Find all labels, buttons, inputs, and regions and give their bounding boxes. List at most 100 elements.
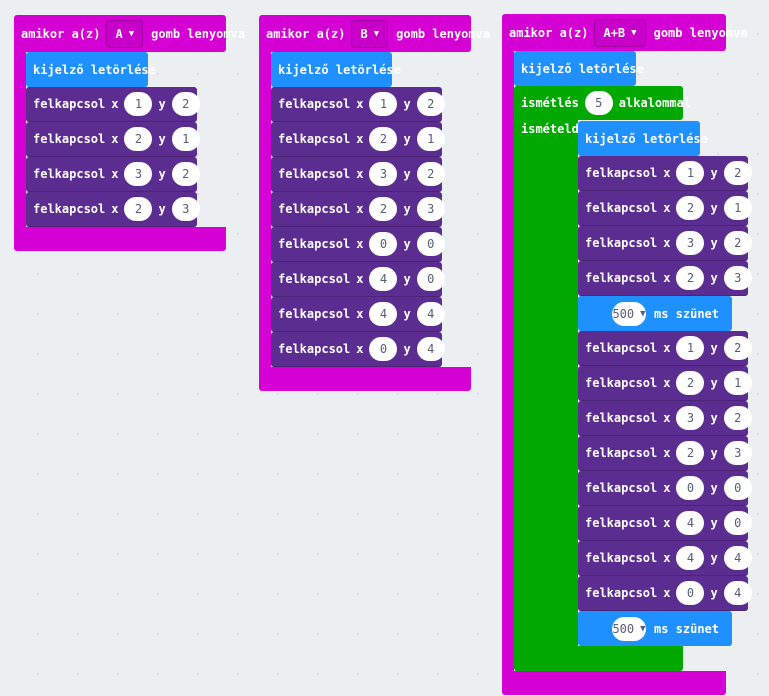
y-input[interactable]: 3 [723, 441, 752, 465]
button-dropdown[interactable]: A+B▼ [594, 18, 646, 47]
x-input[interactable]: 2 [369, 127, 398, 151]
y-input[interactable]: 2 [723, 406, 752, 430]
x-input[interactable]: 1 [124, 92, 153, 116]
x-input[interactable]: 2 [124, 127, 153, 151]
y-input[interactable]: 2 [416, 92, 445, 116]
x-input[interactable]: 0 [676, 476, 705, 500]
y-input[interactable]: 3 [171, 197, 200, 221]
clear-screen-block[interactable]: kijelző letörlése [514, 51, 644, 86]
event-header[interactable]: amikor a(z)B▼gomb lenyomva [259, 15, 490, 52]
pause-block[interactable]: 500▼ ms szünet [578, 611, 732, 646]
x-input[interactable]: 2 [124, 197, 153, 221]
x-input[interactable]: 0 [676, 581, 705, 605]
button-dropdown[interactable]: B▼ [351, 19, 389, 48]
event-header[interactable]: amikor a(z)A+B▼gomb lenyomva [502, 14, 748, 51]
x-input[interactable]: 4 [676, 511, 705, 535]
event-prefix: amikor a(z) [21, 26, 101, 41]
x-input[interactable]: 2 [369, 197, 398, 221]
x-input[interactable]: 3 [676, 231, 705, 255]
y-input[interactable]: 2 [723, 336, 752, 360]
repeat-times-input[interactable]: 5 [584, 91, 613, 115]
button-dropdown[interactable]: A▼ [106, 19, 144, 48]
clear-screen-block[interactable]: kijelző letörlése [26, 52, 156, 87]
x-input[interactable]: 0 [369, 337, 398, 361]
button-value: A+B [603, 25, 626, 40]
pause-duration-dropdown[interactable]: 500▼ [612, 301, 646, 326]
x-input[interactable]: 2 [676, 441, 705, 465]
y-label: y [710, 166, 718, 180]
event-header[interactable]: amikor a(z)A▼gomb lenyomva [14, 15, 245, 52]
y-input[interactable]: 0 [723, 476, 752, 500]
x-input[interactable]: 4 [676, 546, 705, 570]
y-input[interactable]: 2 [723, 231, 752, 255]
x-input[interactable]: 3 [124, 162, 153, 186]
y-input[interactable]: 4 [416, 337, 445, 361]
clear-screen-block[interactable]: kijelző letörlése [271, 52, 401, 87]
x-input[interactable]: 2 [676, 266, 705, 290]
y-input[interactable]: 3 [416, 197, 445, 221]
event-body [259, 50, 271, 369]
y-input[interactable]: 1 [723, 196, 752, 220]
y-input[interactable]: 1 [171, 127, 200, 151]
y-input[interactable]: 0 [416, 232, 445, 256]
x-input[interactable]: 4 [369, 302, 398, 326]
y-input[interactable]: 4 [723, 546, 752, 570]
x-input[interactable]: 2 [676, 371, 705, 395]
pause-duration-dropdown[interactable]: 500▼ [612, 616, 646, 641]
y-label: y [710, 481, 718, 495]
block-label: kijelző letörlése [585, 131, 708, 146]
x-input[interactable]: 1 [369, 92, 398, 116]
x-input[interactable]: 3 [369, 162, 398, 186]
x-input[interactable]: 2 [676, 196, 705, 220]
y-input[interactable]: 0 [723, 511, 752, 535]
x-input[interactable]: 3 [676, 406, 705, 430]
x-input[interactable]: 0 [369, 232, 398, 256]
y-input[interactable]: 3 [723, 266, 752, 290]
x-label: x [663, 341, 671, 355]
y-label: y [710, 376, 718, 390]
y-input[interactable]: 1 [723, 371, 752, 395]
y-input[interactable]: 2 [171, 92, 200, 116]
block-label: felkapcsol [278, 167, 351, 181]
x-input[interactable]: 1 [676, 161, 705, 185]
y-input[interactable]: 4 [723, 581, 752, 605]
y-input[interactable]: 1 [416, 127, 445, 151]
y-input[interactable]: 2 [171, 162, 200, 186]
clear-screen-block[interactable]: kijelző letörlése [578, 121, 708, 156]
y-input[interactable]: 2 [723, 161, 752, 185]
x-input[interactable]: 4 [369, 267, 398, 291]
y-input[interactable]: 2 [416, 162, 445, 186]
x-input[interactable]: 1 [676, 336, 705, 360]
y-input[interactable]: 0 [416, 267, 445, 291]
y-input[interactable]: 4 [416, 302, 445, 326]
x-label: x [663, 446, 671, 460]
pause-label: ms szünet [653, 621, 719, 636]
pause-block[interactable]: 500▼ms szünet [578, 296, 732, 331]
